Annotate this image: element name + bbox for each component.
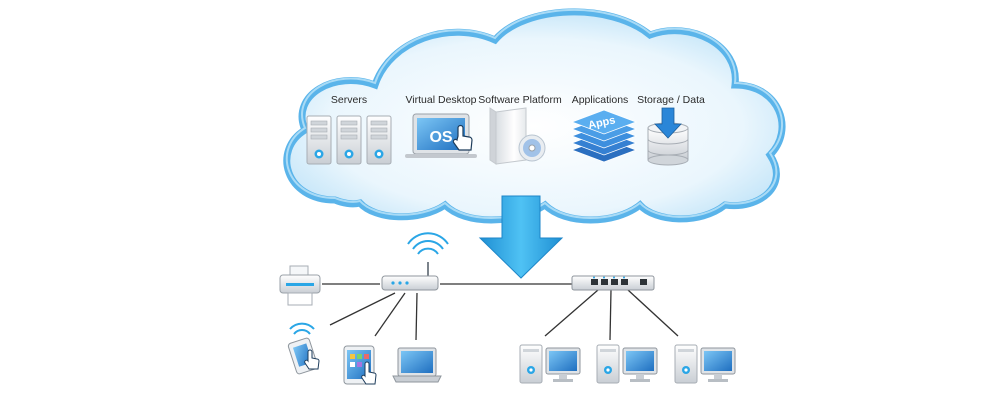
virtual-desktop-icon: OS <box>405 113 477 158</box>
desktop-pc-icon <box>519 344 581 384</box>
tablet-icon <box>343 345 377 385</box>
laptop-icon <box>392 347 442 383</box>
down-arrow-icon <box>654 107 682 139</box>
software-platform-label: Software Platform <box>478 94 562 106</box>
server-rack-icon <box>306 115 392 165</box>
cloud-shape <box>283 8 786 224</box>
desktop-pc-icon <box>674 344 736 384</box>
apps-badge: Apps <box>587 114 616 131</box>
printer-icon <box>279 265 321 306</box>
smartphone-icon <box>287 322 320 375</box>
cloud-download-arrow-icon <box>478 195 564 279</box>
desktop-pc-icon <box>596 344 658 384</box>
hand-cursor-icon <box>452 124 473 151</box>
network-connectors <box>322 283 679 341</box>
apps-stack-icon: Apps <box>570 109 638 163</box>
servers-label: Servers <box>330 94 368 106</box>
storage-data-label: Storage / Data <box>637 94 705 106</box>
virtual-desktop-label: Virtual Desktop <box>405 94 477 106</box>
database-icon <box>647 107 689 166</box>
applications-label: Applications <box>571 94 629 106</box>
software-box-icon <box>489 107 546 165</box>
os-badge: OS <box>429 129 452 146</box>
network-switch-icon <box>571 275 655 291</box>
wireless-router-icon <box>381 232 449 291</box>
